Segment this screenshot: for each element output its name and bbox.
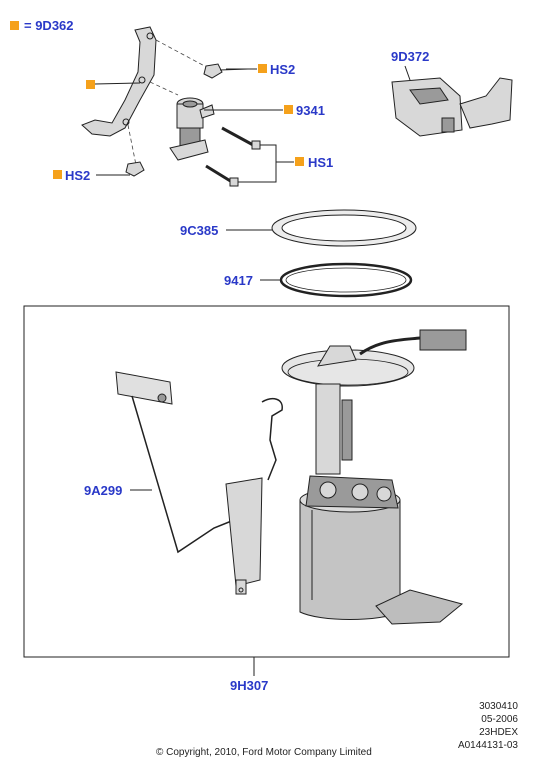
p9d372-label: 9D372 <box>391 49 429 64</box>
assembly-line-3 <box>127 124 137 166</box>
assembly-line-1 <box>155 39 213 71</box>
hs1-bracket-line <box>238 144 277 183</box>
seal-ring-9417 <box>279 262 413 298</box>
footer-code1: 3030410 <box>479 701 518 712</box>
footer-code3: A0144131-03 <box>458 740 518 751</box>
hs2-top-label: HS2 <box>270 62 295 77</box>
footer-copyright: © Copyright, 2010, Ford Motor Company Li… <box>156 747 372 758</box>
fuel-pump-assembly-9h307 <box>261 329 467 625</box>
bolts-hs1 <box>205 126 261 187</box>
bracket-marker <box>86 80 95 89</box>
screw-hs2-top <box>203 63 249 79</box>
p9341-label: 9341 <box>296 103 325 118</box>
module-9d372 <box>391 77 513 137</box>
p9a299-label: 9A299 <box>84 483 122 498</box>
bracket-leader <box>94 82 141 85</box>
hs1-marker <box>295 157 304 166</box>
pump-assembly-frame <box>23 305 510 658</box>
hs2-bottom-label: HS2 <box>65 168 90 183</box>
hs2-bottom-marker <box>53 170 62 179</box>
mounting-bracket <box>81 26 157 137</box>
p9h307-label: 9H307 <box>230 678 268 693</box>
lock-ring-9c385 <box>271 209 417 247</box>
legend-label: = 9D362 <box>24 18 74 33</box>
p9c385-label: 9C385 <box>180 223 218 238</box>
hs1-label: HS1 <box>308 155 333 170</box>
p9341-marker <box>284 105 293 114</box>
assembly-line-2 <box>149 81 179 96</box>
footer-code2: 23HDEX <box>479 727 518 738</box>
p9d372-leader <box>404 65 411 81</box>
fuel-level-sender-9a299 <box>115 371 263 595</box>
legend-marker <box>10 21 19 30</box>
p9417-label: 9417 <box>224 273 253 288</box>
hs2-top-marker <box>258 64 267 73</box>
screw-hs2-bottom <box>125 161 145 177</box>
footer-date: 05-2006 <box>481 714 518 725</box>
valve-9341 <box>169 97 215 161</box>
